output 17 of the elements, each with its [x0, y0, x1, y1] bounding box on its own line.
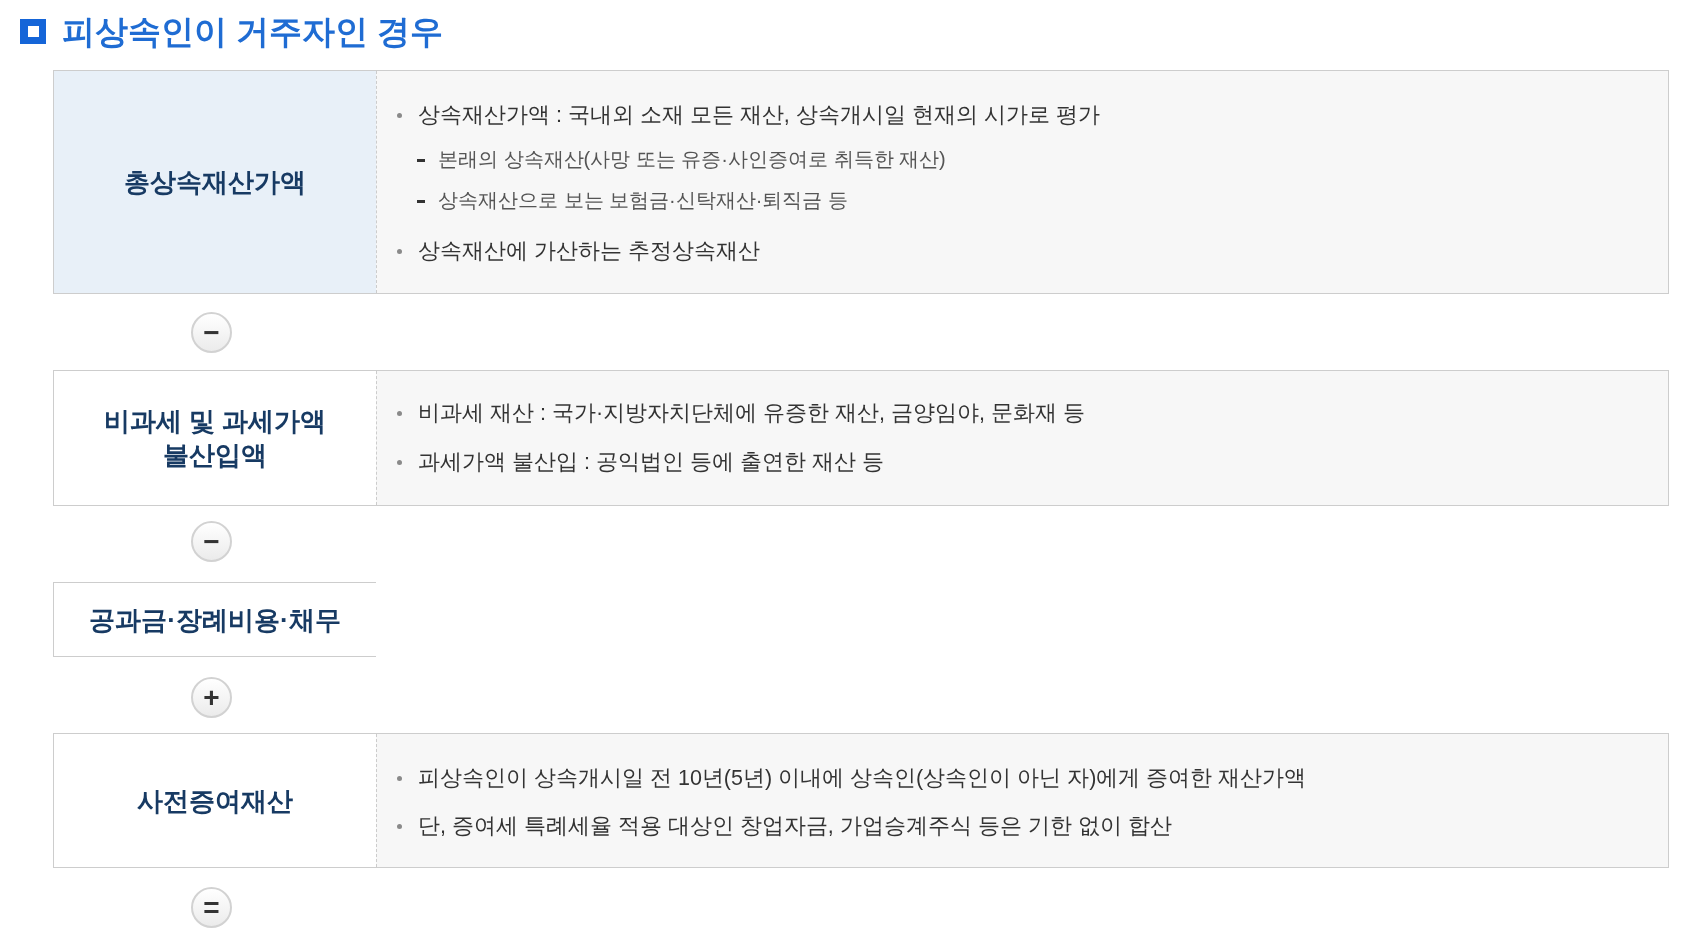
table-row [53, 733, 1669, 868]
bullet-text: 상속재산가액 : 국내외 소재 모든 재산, 상속개시일 현재의 시가로 평가 [418, 102, 1100, 129]
bullet-text: 상속재산에 가산하는 추정상속재산 [418, 238, 760, 265]
heading-cell: 총상속재산가액 [54, 71, 376, 293]
sub-item-text: 본래의 상속재산(사망 또는 유증·사인증여로 취득한 재산) [438, 147, 946, 172]
operator-circle: − [191, 312, 232, 353]
table-row [53, 370, 1669, 506]
bullet-text: 비과세 재산 : 국가·지방자치단체에 유증한 재산, 금양임야, 문화재 등 [418, 400, 1085, 427]
bullet-text: 단, 증여세 특례세율 적용 대상인 창업자금, 가업승계주식 등은 기한 없이 합산 [418, 813, 1172, 840]
table-row [53, 70, 1669, 294]
bullet-text: 피상속인이 상속개시일 전 10년(5년) 이내에 상속인(상속인이 아닌 자)에게 증여한 재산가액 [418, 765, 1307, 792]
section-title: 피상속인이 거주자인 경우 [62, 12, 444, 52]
operator-circle: = [191, 887, 232, 928]
sub-item-text: 상속재산으로 보는 보험금·신탁재산·퇴직금 등 [438, 188, 848, 213]
operator-circle: − [191, 521, 232, 562]
operator-circle: + [191, 677, 232, 718]
bullet-text: 과세가액 불산입 : 공익법인 등에 출연한 재산 등 [418, 449, 884, 476]
